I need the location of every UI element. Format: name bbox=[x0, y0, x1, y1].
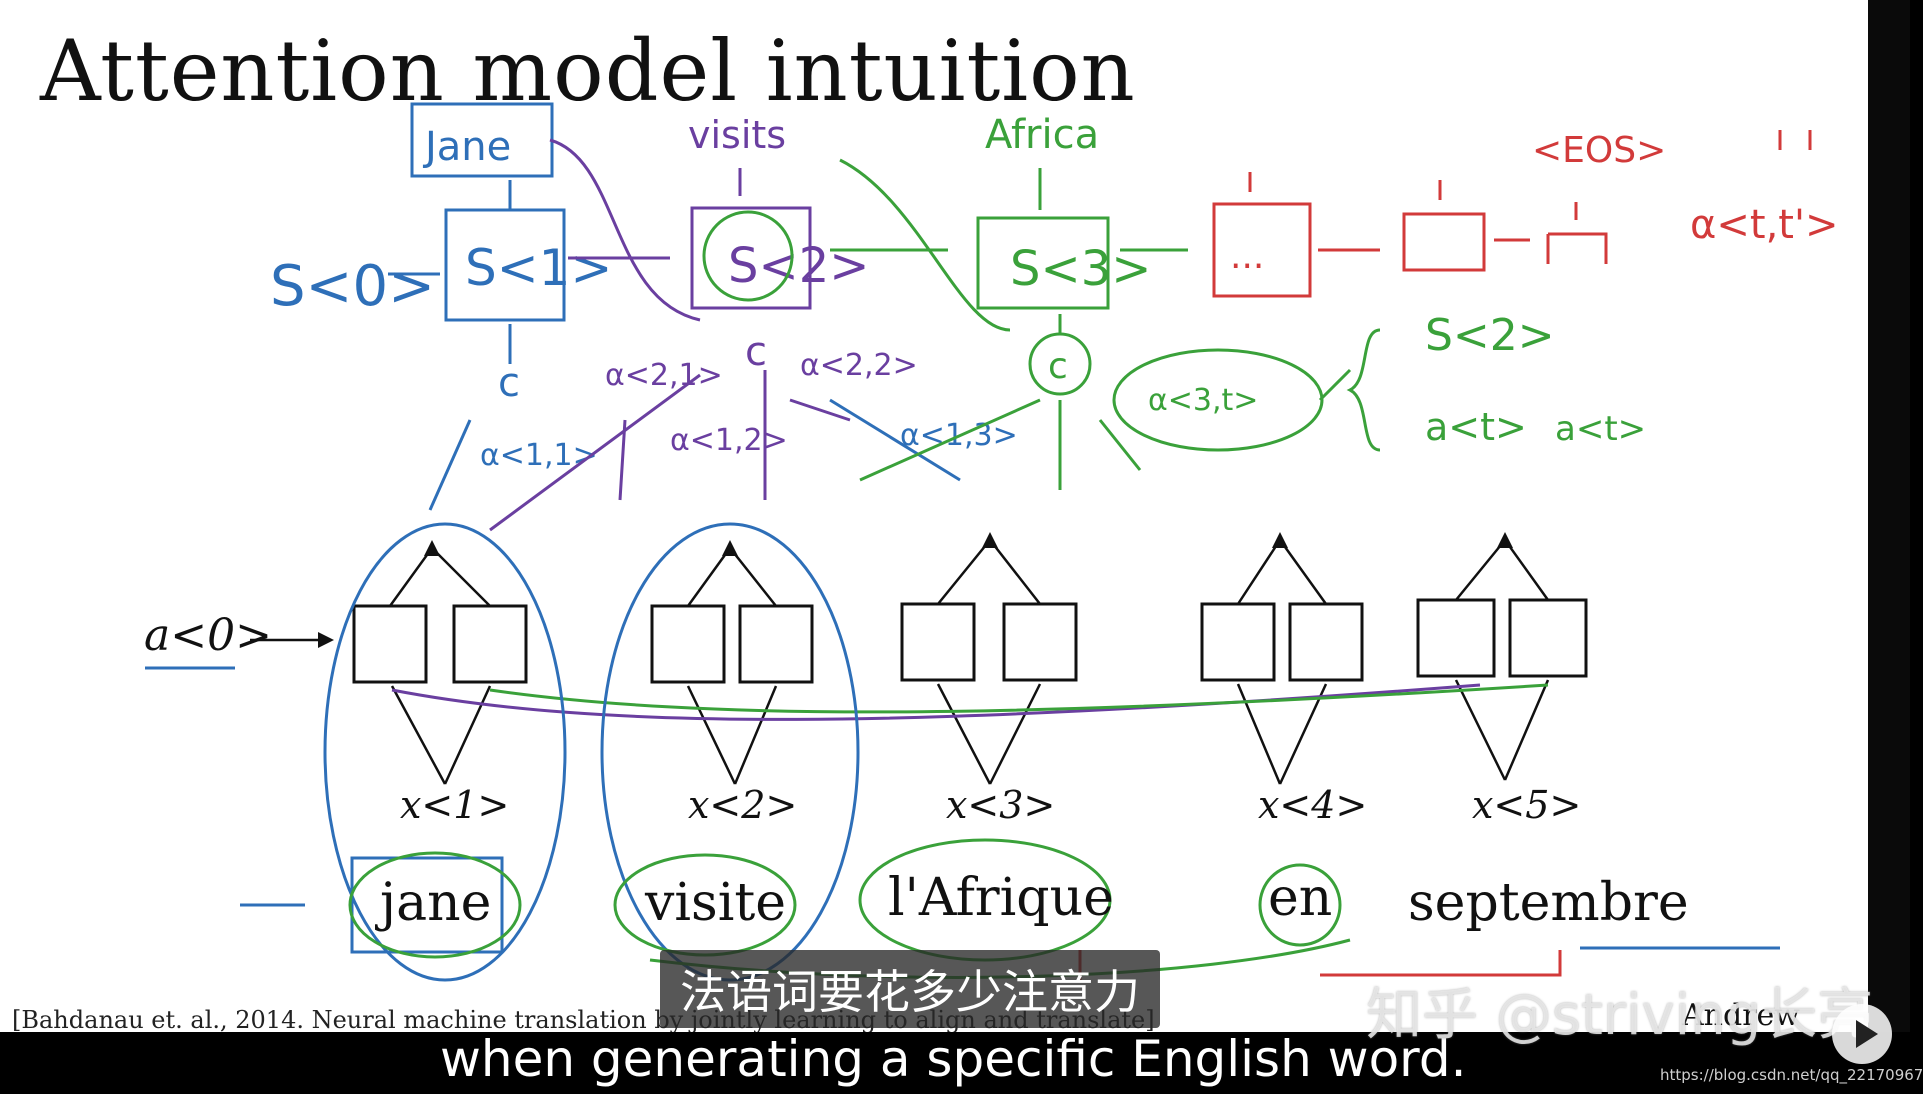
right-letterbox bbox=[1868, 0, 1910, 1094]
output-word-africa: Africa bbox=[985, 112, 1099, 158]
subtitle-bar bbox=[0, 1032, 1910, 1094]
output-token-eos: <EOS> bbox=[1532, 130, 1666, 171]
subtitle-chinese: 法语词要花多少注意力 bbox=[660, 950, 1160, 1028]
input-label-x2: x<2> bbox=[688, 783, 797, 827]
context-label-1: c bbox=[498, 360, 520, 406]
alpha-label-3-t: α<3,t> bbox=[1148, 383, 1258, 418]
context-label-2: c bbox=[745, 329, 767, 375]
activation-label-backward: a<t> bbox=[1555, 409, 1646, 449]
jane-circle bbox=[348, 851, 522, 959]
s2-circle bbox=[702, 210, 794, 302]
input-label-x3: x<3> bbox=[946, 783, 1055, 827]
output-word-visits: visits bbox=[688, 113, 786, 157]
state-label-s1: S<1> bbox=[465, 239, 612, 297]
french-word-lafrique: l'Afrique bbox=[888, 868, 1114, 928]
decoder-box-s1 bbox=[444, 208, 566, 322]
slide-title: Attention model intuition bbox=[40, 22, 1136, 120]
context-label-3: c bbox=[1048, 346, 1068, 387]
red-annotations bbox=[1078, 130, 1812, 980]
state-label-s2: S<2> bbox=[728, 238, 869, 294]
decoder-dots: ... bbox=[1230, 236, 1264, 277]
input-label-x4: x<4> bbox=[1258, 783, 1367, 827]
purple-annotations bbox=[489, 138, 851, 532]
alpha-label-2-2: α<2,2> bbox=[800, 348, 918, 383]
source-url: https://blog.csdn.net/qq_22170967 bbox=[1660, 1066, 1923, 1084]
encoder-box-1-backward bbox=[452, 604, 528, 684]
author-name: Andrew bbox=[1682, 998, 1800, 1033]
encoder-arrows bbox=[250, 537, 1550, 785]
encoder-box-4-forward bbox=[1200, 602, 1276, 682]
decoder-box-next bbox=[1402, 212, 1486, 272]
activation-label-forward: a<t> bbox=[1425, 405, 1527, 449]
encoder-box-2-forward bbox=[650, 604, 726, 684]
encoder-box-3-backward bbox=[1002, 602, 1078, 682]
french-word-septembre: septembre bbox=[1408, 873, 1689, 933]
decoder-box-final bbox=[1546, 232, 1608, 264]
encoder-box-2-backward bbox=[738, 604, 814, 684]
initial-activation-label: a<0> bbox=[144, 610, 272, 661]
subtitle-english: when generating a specific English word. bbox=[440, 1030, 1467, 1088]
french-word-en: en bbox=[1268, 868, 1332, 928]
alpha-label-2-1: α<2,1> bbox=[605, 358, 723, 393]
state-label-s3: S<3> bbox=[1010, 241, 1151, 297]
decoder-box-s2 bbox=[690, 206, 812, 310]
encoder-arrowheads bbox=[318, 532, 1513, 648]
input-label-x5: x<5> bbox=[1472, 783, 1581, 827]
play-icon[interactable] bbox=[1832, 1004, 1892, 1064]
encoder-box-5-forward bbox=[1416, 598, 1496, 678]
en-circle bbox=[1258, 863, 1342, 947]
group-ellipse-1 bbox=[323, 522, 567, 982]
alpha-label-1-1: α<1,1> bbox=[480, 438, 598, 473]
alpha-label-general: α<t,t'> bbox=[1690, 202, 1838, 248]
input-label-x1: x<1> bbox=[400, 783, 509, 827]
alpha-label-1-2: α<1,2> bbox=[670, 423, 788, 458]
watermark-text: 知乎 @striving长亮 bbox=[1366, 983, 1874, 1048]
encoder-box-3-forward bbox=[900, 602, 976, 682]
french-word-visite: visite bbox=[644, 873, 786, 933]
blue-annotations bbox=[145, 102, 1780, 982]
french-word-jane: jane bbox=[375, 873, 491, 933]
decoder-box-dots bbox=[1212, 202, 1312, 298]
encoder-box-1-forward bbox=[352, 604, 428, 684]
encoder-box-5-backward bbox=[1508, 598, 1588, 678]
lecture-slide bbox=[0, 0, 1868, 1094]
state-label-s0: S<0> bbox=[270, 254, 435, 319]
encoder-box-4-backward bbox=[1288, 602, 1364, 682]
output-word-jane: Jane bbox=[422, 124, 511, 170]
jane-highlight-box bbox=[350, 856, 504, 954]
activation-label-s2: S<2> bbox=[1425, 310, 1555, 361]
decoder-box-s3 bbox=[976, 216, 1110, 310]
green-backward-arrows bbox=[489, 683, 1549, 714]
